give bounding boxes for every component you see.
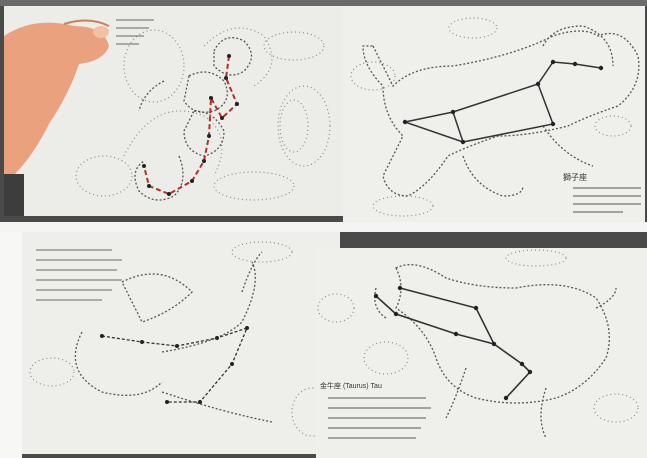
- taurus-caption-lines: [328, 398, 431, 438]
- leo-constellation-line: [405, 62, 601, 142]
- leo-caption-title: 獅子座: [563, 172, 587, 182]
- nebula-dots: [318, 250, 638, 422]
- scorpion-constellation-line: [144, 56, 237, 194]
- photo-capricorn-drawing: [22, 232, 340, 454]
- capricorn-stars: [100, 326, 249, 404]
- nebula-dots: [351, 18, 631, 216]
- capricorn-constellation-line: [102, 328, 247, 402]
- middle-divider: [0, 222, 647, 232]
- photo-leo-drawing: 獅子座: [343, 6, 645, 222]
- lion-outline: [363, 26, 639, 196]
- capricorn-drawing-svg: [22, 232, 340, 454]
- photo-taurus-drawing: 金牛座 (Taurus) Tau: [316, 248, 647, 458]
- leo-drawing-svg: 獅子座: [343, 6, 645, 222]
- table-edge: [4, 174, 24, 216]
- scorpion-drawing-svg: [4, 6, 344, 216]
- taurus-drawing-svg: 金牛座 (Taurus) Tau: [316, 248, 647, 458]
- photo-scorpion-drawing: [4, 6, 344, 216]
- scorpion-outline: [135, 38, 252, 200]
- nebula-dots: [76, 28, 330, 200]
- taurus-caption-title: 金牛座 (Taurus) Tau: [320, 381, 382, 390]
- hand: [4, 20, 109, 184]
- left-margin: [0, 232, 22, 458]
- leo-caption-lines: [573, 188, 641, 212]
- taurus-constellation-line: [376, 288, 530, 398]
- handwriting-lines: [36, 250, 122, 300]
- handwriting-scribble: [116, 20, 154, 44]
- nebula-dots: [30, 242, 332, 436]
